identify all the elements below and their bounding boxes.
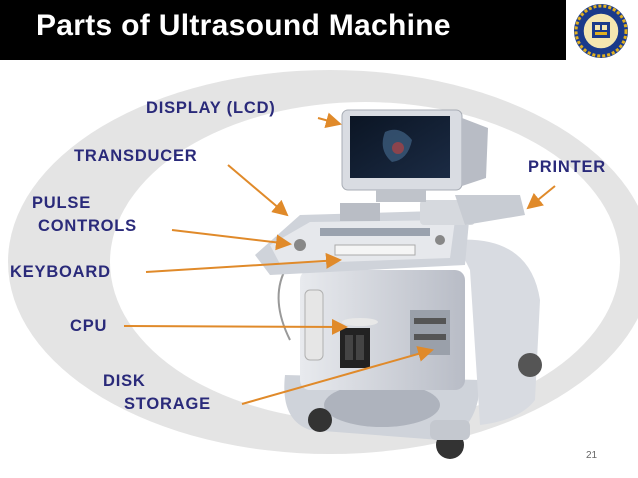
page-number: 21 — [586, 450, 598, 461]
label-disk: DISK — [103, 372, 146, 390]
machine-diagram — [8, 70, 638, 459]
display-arrow — [317, 112, 342, 129]
title-bar: Parts of Ultrasound Machine — [0, 0, 566, 60]
printer-arrow — [526, 185, 556, 210]
control-panel — [255, 200, 475, 275]
label-keyboard: KEYBOARD — [10, 263, 111, 281]
label-cpu: CPU — [70, 317, 108, 335]
printer-unit — [455, 195, 525, 225]
machine-cart — [277, 239, 542, 459]
keyboard-arrow — [145, 252, 342, 273]
cpu-arrow — [123, 318, 348, 335]
transducer-arrow — [227, 164, 289, 217]
label-storage: STORAGE — [124, 395, 211, 413]
label-controls: CONTROLS — [38, 217, 137, 235]
label-printer: PRINTER — [528, 158, 607, 176]
label-display: DISPLAY (LCD) — [146, 99, 276, 117]
pulse-controls-arrow — [171, 229, 292, 251]
disk-storage-arrow — [241, 346, 434, 405]
label-transducer: TRANSDUCER — [74, 147, 198, 165]
slide-title: Parts of Ultrasound Machine — [36, 9, 451, 42]
university-seal-logo — [574, 4, 628, 58]
label-pulse: PULSE — [32, 194, 92, 212]
lcd-monitor — [341, 109, 488, 202]
